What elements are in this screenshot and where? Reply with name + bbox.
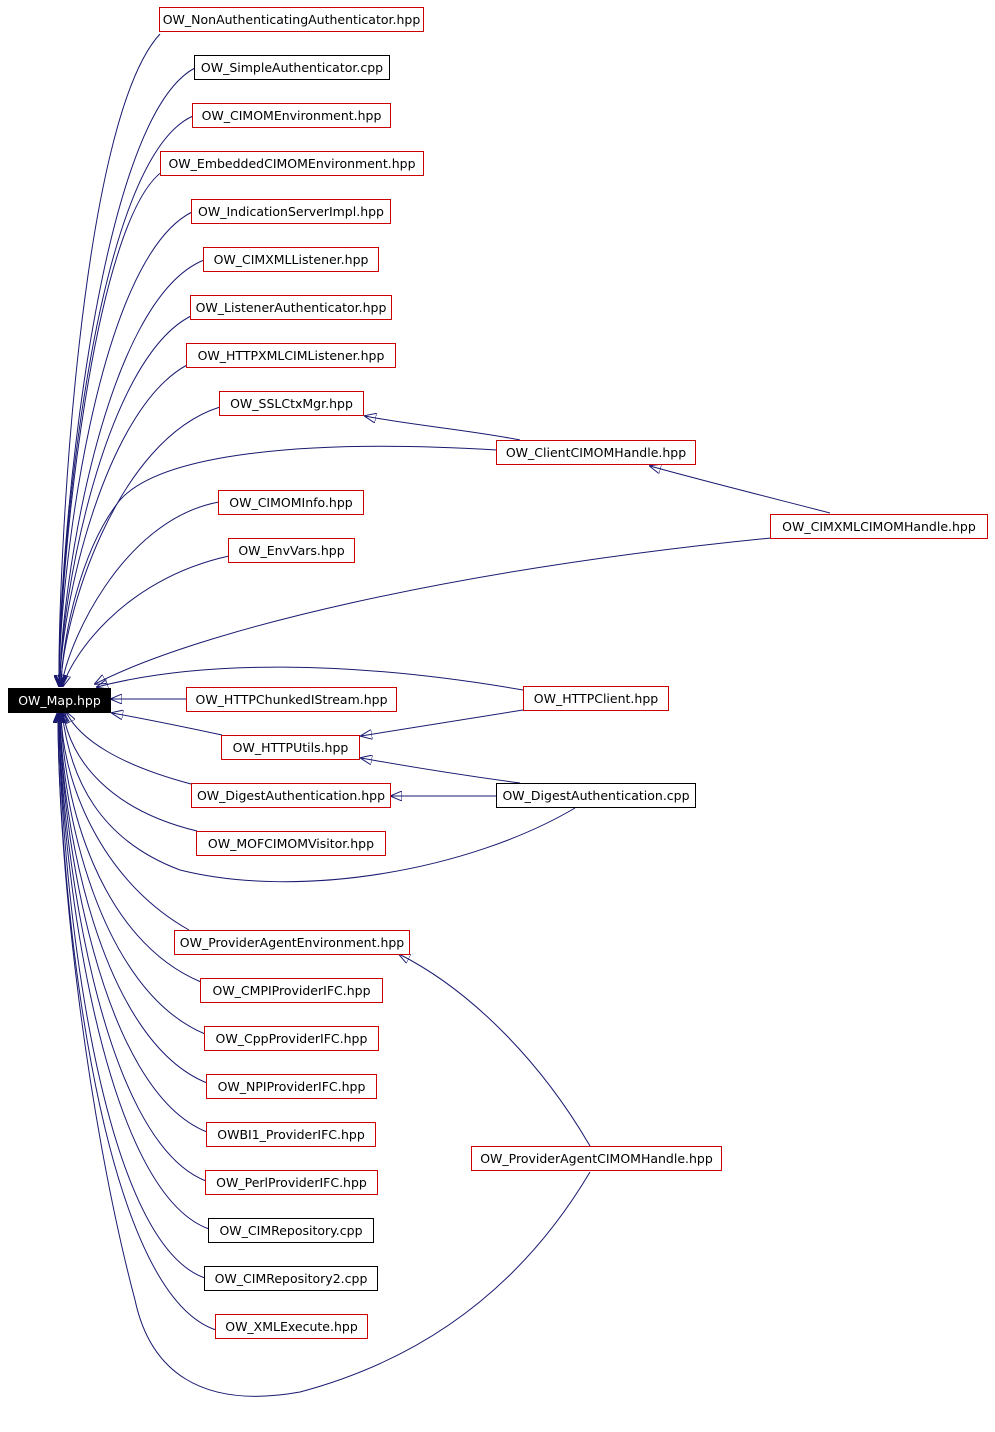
node-provagentenv[interactable]: OW_ProviderAgentEnvironment.hpp bbox=[174, 930, 410, 955]
edge-cimxmllistener-to-map bbox=[60, 259, 205, 686]
node-perl[interactable]: OW_PerlProviderIFC.hpp bbox=[205, 1170, 378, 1195]
edge-nonauth-to-map bbox=[59, 33, 161, 686]
node-chunked[interactable]: OW_HTTPChunkedIStream.hpp bbox=[186, 687, 397, 712]
node-digesthpp[interactable]: OW_DigestAuthentication.hpp bbox=[191, 783, 391, 808]
edge-envvars-to-map bbox=[63, 555, 230, 686]
edge-cpp-to-map bbox=[60, 712, 206, 1035]
node-httpxmllistener[interactable]: OW_HTTPXMLCIMListener.hpp bbox=[186, 343, 396, 368]
edge-digesthpp-to-map bbox=[66, 712, 192, 785]
node-sslctx[interactable]: OW_SSLCtxMgr.hpp bbox=[219, 391, 364, 416]
node-cimomenv[interactable]: OW_CIMOMEnvironment.hpp bbox=[192, 103, 391, 128]
node-ow-map-hpp: OW_Map.hpp bbox=[8, 688, 111, 713]
edge-mofvisitor-to-map bbox=[63, 712, 198, 832]
edge-httpxmllistener-to-map bbox=[60, 364, 188, 686]
node-cimominfo[interactable]: OW_CIMOMInfo.hpp bbox=[218, 490, 364, 515]
edge-listenerauth-to-map bbox=[60, 315, 192, 686]
node-indication[interactable]: OW_IndicationServerImpl.hpp bbox=[191, 199, 391, 224]
edge-npi-to-map bbox=[60, 712, 208, 1084]
edge-cimomenv-to-map bbox=[59, 115, 194, 686]
node-cmpi[interactable]: OW_CMPIProviderIFC.hpp bbox=[200, 978, 383, 1003]
node-cimxmlhandle[interactable]: OW_CIMXMLCIMOMHandle.hpp bbox=[770, 514, 988, 539]
node-envvars[interactable]: OW_EnvVars.hpp bbox=[228, 538, 355, 563]
node-provagenthandle[interactable]: OW_ProviderAgentCIMOMHandle.hpp bbox=[471, 1146, 722, 1171]
edge-repo-to-map bbox=[59, 712, 210, 1230]
node-listenerauth[interactable]: OW_ListenerAuthenticator.hpp bbox=[190, 295, 392, 320]
edge-provagentenv-to-map bbox=[61, 712, 190, 931]
edge-provagenthandle-to-provagentenv bbox=[399, 954, 591, 1147]
node-repo2[interactable]: OW_CIMRepository2.cpp bbox=[204, 1266, 378, 1291]
node-httpclient[interactable]: OW_HTTPClient.hpp bbox=[523, 686, 669, 711]
node-npi[interactable]: OW_NPIProviderIFC.hpp bbox=[206, 1074, 377, 1099]
edge-embedded-to-map bbox=[59, 170, 164, 686]
edge-digestcpp-to-map bbox=[62, 712, 576, 883]
edge-bi1-to-map bbox=[60, 712, 208, 1133]
edge-digestcpp-to-httputils bbox=[361, 758, 521, 784]
edge-repo2-to-map bbox=[59, 712, 206, 1279]
edge-sslctx-to-map bbox=[61, 406, 221, 686]
edge-httpclient-to-httputils bbox=[361, 709, 524, 736]
edge-httputils-to-map bbox=[112, 713, 223, 736]
node-cimxmllistener[interactable]: OW_CIMXMLListener.hpp bbox=[203, 247, 379, 272]
node-cpp[interactable]: OW_CppProviderIFC.hpp bbox=[204, 1026, 379, 1051]
edge-cimxmlhandle-to-clienthandle bbox=[650, 466, 831, 514]
edge-perl-to-map bbox=[59, 712, 207, 1182]
node-xmlexec[interactable]: OW_XMLExecute.hpp bbox=[215, 1314, 368, 1339]
node-digestcpp[interactable]: OW_DigestAuthentication.cpp bbox=[496, 783, 696, 808]
node-embedded[interactable]: OW_EmbeddedCIMOMEnvironment.hpp bbox=[160, 151, 424, 176]
node-httputils[interactable]: OW_HTTPUtils.hpp bbox=[221, 735, 360, 760]
edge-clienthandle-to-sslctx bbox=[365, 416, 521, 441]
edge-clienthandle-to-map bbox=[61, 445, 498, 686]
node-clienthandle[interactable]: OW_ClientCIMOMHandle.hpp bbox=[496, 440, 696, 465]
node-repo[interactable]: OW_CIMRepository.cpp bbox=[208, 1218, 374, 1243]
edge-httpclient-to-map bbox=[97, 666, 524, 691]
edge-indication-to-map bbox=[59, 211, 193, 686]
edge-cimxmlhandle-to-map bbox=[95, 537, 772, 684]
node-simpleauth[interactable]: OW_SimpleAuthenticator.cpp bbox=[194, 55, 390, 80]
node-nonauth[interactable]: OW_NonAuthenticatingAuthenticator.hpp bbox=[159, 7, 424, 32]
edge-cmpi-to-map bbox=[61, 712, 202, 983]
node-mofvisitor[interactable]: OW_MOFCIMOMVisitor.hpp bbox=[196, 831, 386, 856]
node-bi1[interactable]: OWBI1_ProviderIFC.hpp bbox=[206, 1122, 376, 1147]
edge-provagenthandle-to-map bbox=[58, 712, 591, 1397]
edge-cimominfo-to-map bbox=[62, 501, 220, 686]
